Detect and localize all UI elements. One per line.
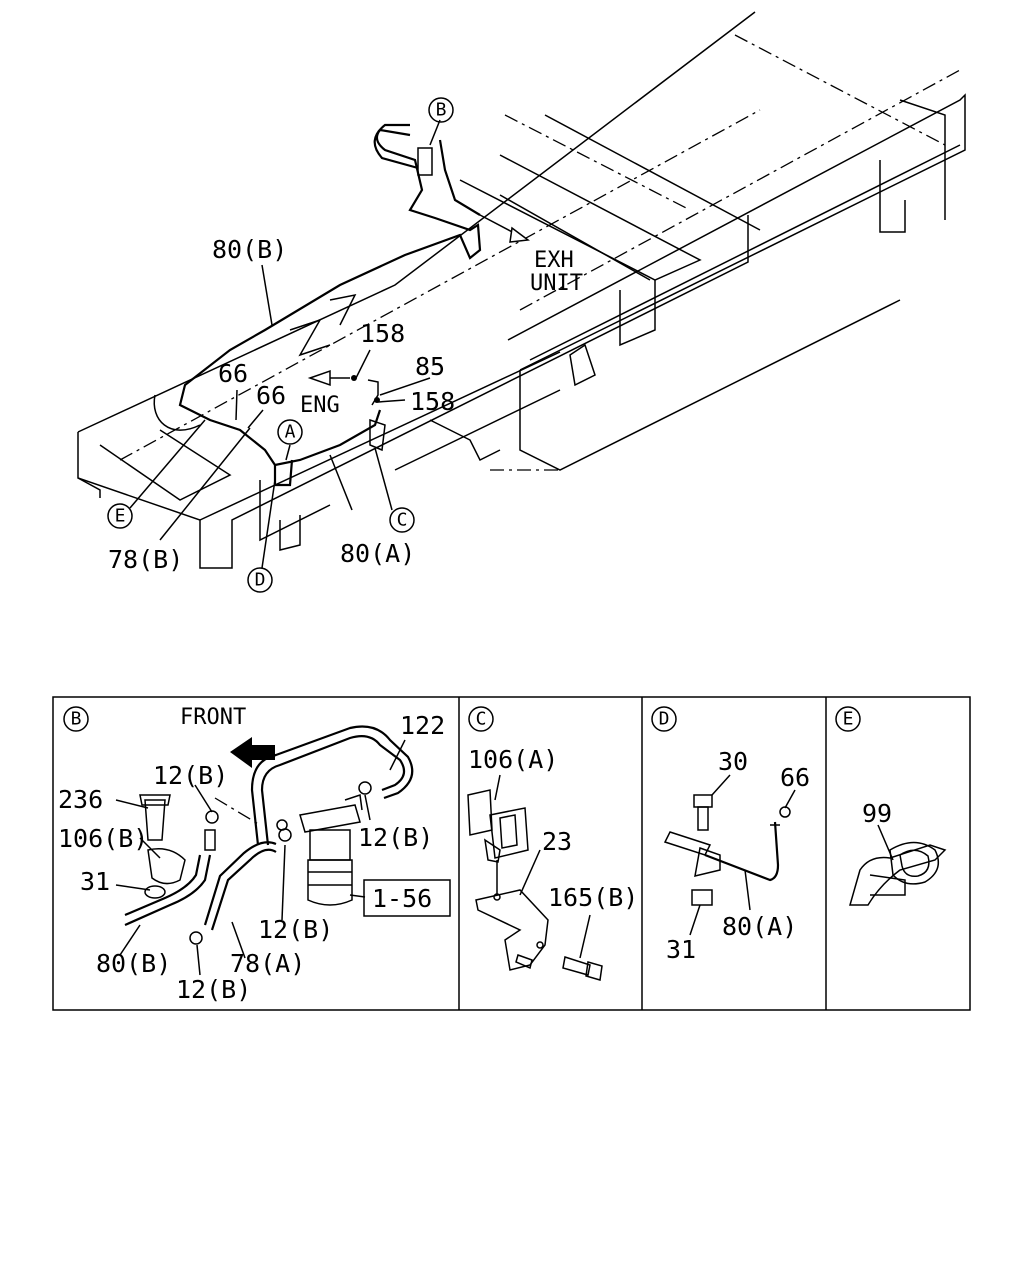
chassis-frame [77, 11, 966, 569]
panel-c: C 106(A) 23 165(B) [467, 706, 638, 981]
label-exh: EXH [534, 248, 574, 273]
label-12b-top: 12(B) [153, 761, 228, 790]
label-31-b: 31 [80, 867, 110, 896]
callout-a: A [277, 419, 303, 445]
label-106b: 106(B) [58, 824, 148, 853]
callout-e-text: E [115, 506, 126, 527]
panel-d: D 30 66 31 80(A) [651, 706, 810, 964]
panel-e: E 99 [835, 706, 947, 906]
label-158-bottom: 158 [410, 387, 455, 416]
label-80b-overview: 80(B) [212, 235, 287, 264]
callout-b-top-text: B [436, 100, 447, 121]
label-66-detail: 66 [780, 763, 810, 792]
detail-panels-frame [52, 696, 971, 1011]
label-eng: ENG [300, 393, 340, 418]
label-80b-detail: 80(B) [96, 949, 171, 978]
label-236: 236 [58, 785, 103, 814]
label-106a: 106(A) [468, 745, 558, 774]
label-165b: 165(B) [548, 883, 638, 912]
bracket-23 [475, 889, 549, 971]
label-66-right: 66 [256, 381, 286, 410]
label-80a-detail: 80(A) [722, 912, 797, 941]
panel-e-id: E [843, 709, 854, 730]
fuel-filter [299, 794, 366, 906]
label-122: 122 [400, 711, 445, 740]
label-78b-overview: 78(B) [108, 545, 183, 574]
front-label: FRONT [180, 705, 246, 730]
label-66-left: 66 [218, 359, 248, 388]
clip-106a [467, 789, 529, 863]
clip-99 [849, 841, 947, 906]
label-12b-middle: 12(B) [258, 915, 333, 944]
callout-b-top: B [428, 97, 454, 123]
callout-d-text: D [255, 570, 266, 591]
label-78a: 78(A) [230, 949, 305, 978]
callout-a-text: A [285, 422, 296, 443]
callout-c: C [389, 507, 415, 533]
callout-c-text: C [397, 510, 408, 531]
fuel-pipe-routing [129, 119, 530, 569]
panel-d-id: D [659, 709, 670, 730]
panel-b-id: B [71, 709, 82, 730]
label-158-top: 158 [360, 319, 405, 348]
callout-e: E [107, 503, 133, 529]
label-99: 99 [862, 799, 892, 828]
label-30: 30 [718, 747, 748, 776]
label-12b-bottom: 12(B) [176, 975, 251, 1004]
label-85: 85 [415, 352, 445, 381]
callout-d: D [247, 567, 273, 593]
front-arrow-icon [230, 737, 275, 768]
bolt-165b [562, 956, 603, 981]
panel-b: B FRONT 1-56 [58, 705, 451, 1004]
label-unit: UNIT [530, 271, 583, 296]
label-23: 23 [542, 827, 572, 856]
clamp-80a [663, 821, 780, 882]
label-12b-right: 12(B) [358, 823, 433, 852]
panel-c-id: C [476, 709, 487, 730]
label-31-d: 31 [666, 935, 696, 964]
bolt-30 [693, 794, 713, 831]
label-80a-overview: 80(A) [340, 539, 415, 568]
label-1-56: 1-56 [372, 884, 432, 913]
